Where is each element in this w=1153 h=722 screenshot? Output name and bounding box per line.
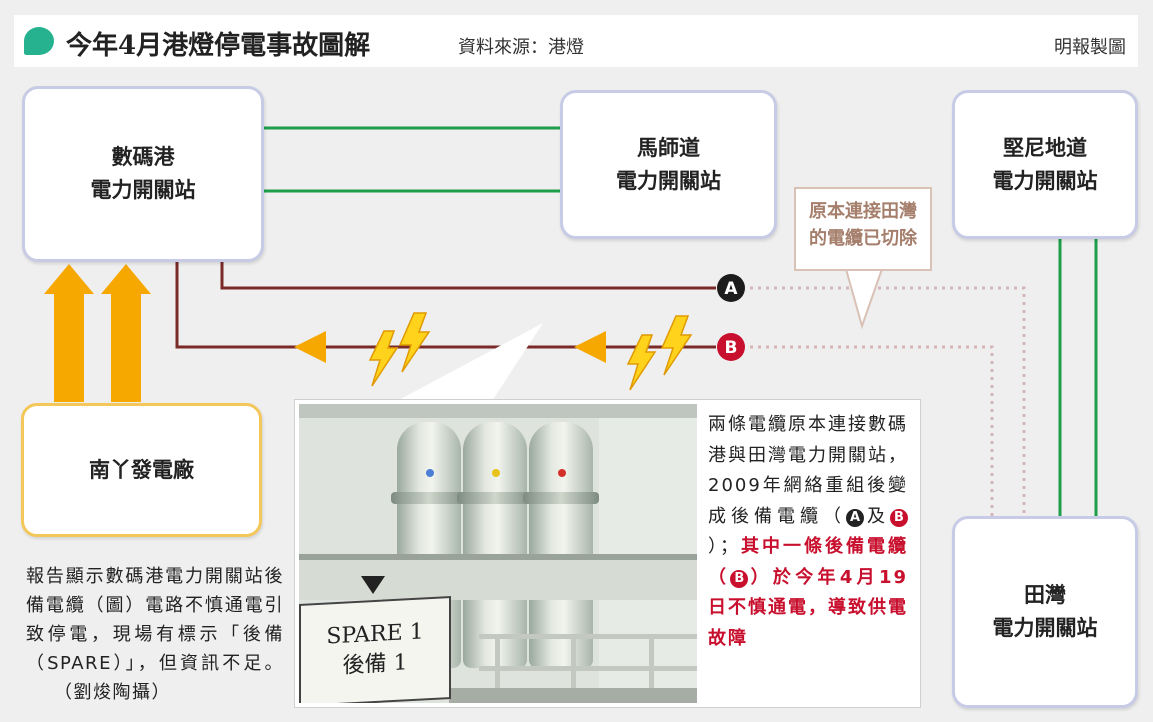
callout-line-2: 的電纜已切除 — [809, 228, 917, 249]
report-caption: 報告顯示數碼港電力開關站後備電纜（圖）電路不慎通電引致停電，現場有標示「後備（S… — [26, 562, 284, 707]
guard-rail — [479, 634, 697, 639]
ceiling — [299, 404, 697, 418]
lamma-power-station-name: 南丫發電廠 — [89, 457, 194, 482]
cable-a-label: A — [724, 279, 738, 299]
caption-a-badge: A — [846, 508, 864, 527]
blue-phase-dot — [426, 469, 434, 477]
guard-rail — [495, 634, 500, 703]
station-cyberport: 數碼港 電力開關站 — [22, 86, 264, 262]
guard-rail — [649, 634, 654, 703]
speech-bubble-icon — [24, 27, 54, 55]
diagram-title: 今年4月港燈停電事故圖解 — [66, 31, 371, 61]
warning-triangle-icon — [361, 576, 385, 594]
power-up-arrow-right — [101, 264, 151, 402]
station-ma-sze-road-name: 馬師道 — [637, 135, 700, 160]
caption-b-badge: B — [890, 508, 908, 527]
report-text: 報告顯示數碼港電力開關站後備電纜（圖）電路不慎通電引致停電，現場有標示「後備（S… — [26, 566, 284, 674]
spare-sign-line-2: 後備 1 — [342, 649, 408, 679]
yellow-phase-dot — [492, 469, 500, 477]
station-tin-wan-type: 電力開關站 — [992, 616, 1098, 640]
switchgear-photo: SPARE 1 後備 1 — [299, 404, 697, 703]
station-ma-sze-road-type: 電力開關站 — [616, 168, 721, 193]
cut-cable-a — [750, 286, 1026, 518]
guard-rail — [479, 666, 697, 671]
caption-text-1: 兩條電纜原本連接數碼港與田灣電力開關站，2009年網絡重組後變成後備電纜（ — [708, 414, 908, 527]
cut-cable-b — [750, 345, 994, 518]
cabinet — [299, 554, 697, 560]
station-cyberport-type: 電力開關站 — [90, 178, 196, 202]
switchgear-cylinder — [523, 422, 599, 668]
station-kennedy-road-type: 電力開關站 — [992, 168, 1098, 193]
photo-panel: SPARE 1 後備 1 兩條電纜原本連接數碼港與田灣電力開關站，2009年網絡… — [294, 399, 921, 708]
station-kennedy-road: 堅尼地道 電力開關站 — [952, 90, 1138, 239]
lightning-icon — [398, 312, 431, 373]
caption-highlight-1: 其中一條後備電纜（ — [708, 536, 908, 588]
switchgear-cylinder — [457, 422, 533, 668]
backup-cable-a — [220, 258, 716, 290]
lightning-icon — [626, 334, 657, 391]
caption-and: 及 — [864, 505, 890, 527]
lamma-power-station: 南丫發電廠 — [21, 403, 262, 537]
station-kennedy-road-name: 堅尼地道 — [1003, 135, 1087, 160]
flow-arrow-right — [574, 331, 606, 363]
spare-label-sign: SPARE 1 後備 1 — [299, 596, 451, 703]
caption-highlight-b-badge: B — [730, 569, 749, 588]
source-note: 資料來源：港燈 — [458, 37, 584, 58]
backup-cable-b — [175, 258, 716, 349]
caption-highlight-2: ）於今年4月19日不慎通電，導致供電故障 — [708, 566, 909, 649]
guard-rail — [571, 634, 576, 703]
station-ma-sze-road: 馬師道 電力開關站 — [560, 90, 777, 239]
lightning-icon — [660, 315, 693, 376]
photo-credit: （劉焌陶攝） — [54, 682, 171, 703]
station-tin-wan-name: 田灣 — [1024, 583, 1066, 608]
callout-line-1: 原本連接田灣 — [809, 201, 917, 222]
cut-cable-callout: 原本連接田灣 的電纜已切除 — [794, 187, 932, 271]
graphic-credit: 明報製圖 — [1054, 37, 1126, 58]
floor — [449, 688, 697, 703]
cabinet — [299, 560, 697, 600]
cable-b-marker — [717, 333, 745, 361]
callout-pointer — [844, 268, 884, 330]
cable-b-label: B — [725, 338, 738, 358]
power-up-arrow-left — [44, 264, 94, 402]
red-phase-dot — [558, 469, 566, 477]
photo-pointer — [397, 323, 543, 401]
caption-text-2: ）； — [708, 536, 740, 557]
lightning-icon — [368, 330, 399, 387]
flow-arrow-left — [294, 331, 326, 363]
cable-a-marker — [717, 274, 745, 302]
station-tin-wan: 田灣 電力開關站 — [952, 516, 1138, 708]
header-bar: 今年4月港燈停電事故圖解 資料來源：港燈 明報製圖 — [14, 15, 1138, 67]
station-cyberport-name: 數碼港 — [111, 145, 175, 170]
